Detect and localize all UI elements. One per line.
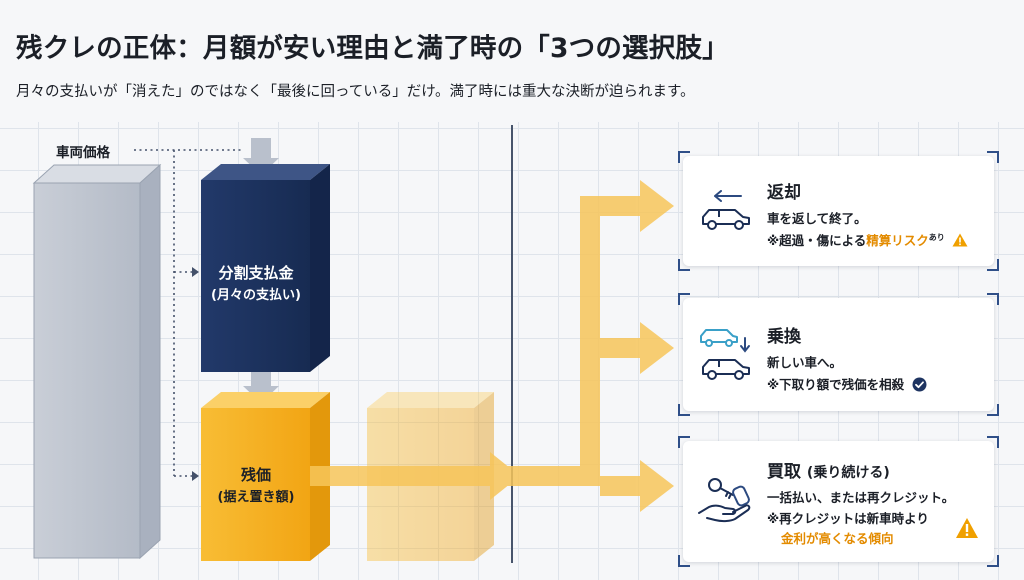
car-swap-icon [700,329,750,380]
option-title-return: 返却 [767,183,801,203]
car-return-icon [702,190,750,230]
option-line2-buy: ※再クレジットは新車時より [767,511,929,526]
option-title-buy: 買取 (乗り続ける) [767,462,890,482]
page-title: 残クレの正体：月額が安い理由と満了時の「3つの選択肢」 [16,33,729,64]
branch-trunk [580,196,600,486]
section-divider [511,125,513,563]
branch-arrow-buy [600,460,674,512]
key-hand-icon [698,478,751,523]
dotted-arrowhead-bottom [192,471,199,481]
branch-arrow-return [580,180,674,232]
installment-label: 分割支払金 [218,264,294,282]
installment-sub: (月々の支払い) [211,288,301,303]
option-line2-return: ※超過・傷による精算リスクあり [767,230,968,249]
option-line3-buy: 金利が高くなる傾向 [781,531,894,546]
residual-flow-arrow [310,452,520,500]
warning-icon [952,233,968,247]
page-subtitle: 月々の支払いが「消えた」のではなく「最後に回っている」だけ。満了時には重大な決断… [16,84,695,100]
option-line1-return: 車を返して終了。 [767,211,867,226]
option-line2-swap: ※下取り額で残価を相殺 [767,374,927,393]
branch-arrow-swap [600,322,674,374]
option-card-return: 返却 車を返して終了。 ※超過・傷による精算リスクあり [678,151,999,271]
flow-arrows [310,180,674,512]
dotted-arrowhead-top [192,267,199,277]
option-card-buy: 買取 (乗り続ける) 一括払い、または再クレジット。 ※再クレジットは新車時より… [678,436,999,567]
warning-icon [956,518,978,538]
option-line1-buy: 一括払い、または再クレジット。 [767,490,955,505]
check-circle-icon [912,377,927,392]
vehicle-price-bar [32,163,162,560]
dotted-connectors [134,149,244,477]
option-title-swap: 乗換 [767,327,801,347]
residual-box-shape [201,392,330,561]
vehicle-price-label: 車両価格 [56,145,110,161]
residual-label: 残価 [240,466,271,484]
installment-box-shape [201,164,330,372]
residual-sub: (据え置き額) [217,490,295,505]
option-card-swap: 乗換 新しい車へ。 ※下取り額で残価を相殺 [678,293,999,416]
option-line1-swap: 新しい車へ。 [767,355,843,370]
